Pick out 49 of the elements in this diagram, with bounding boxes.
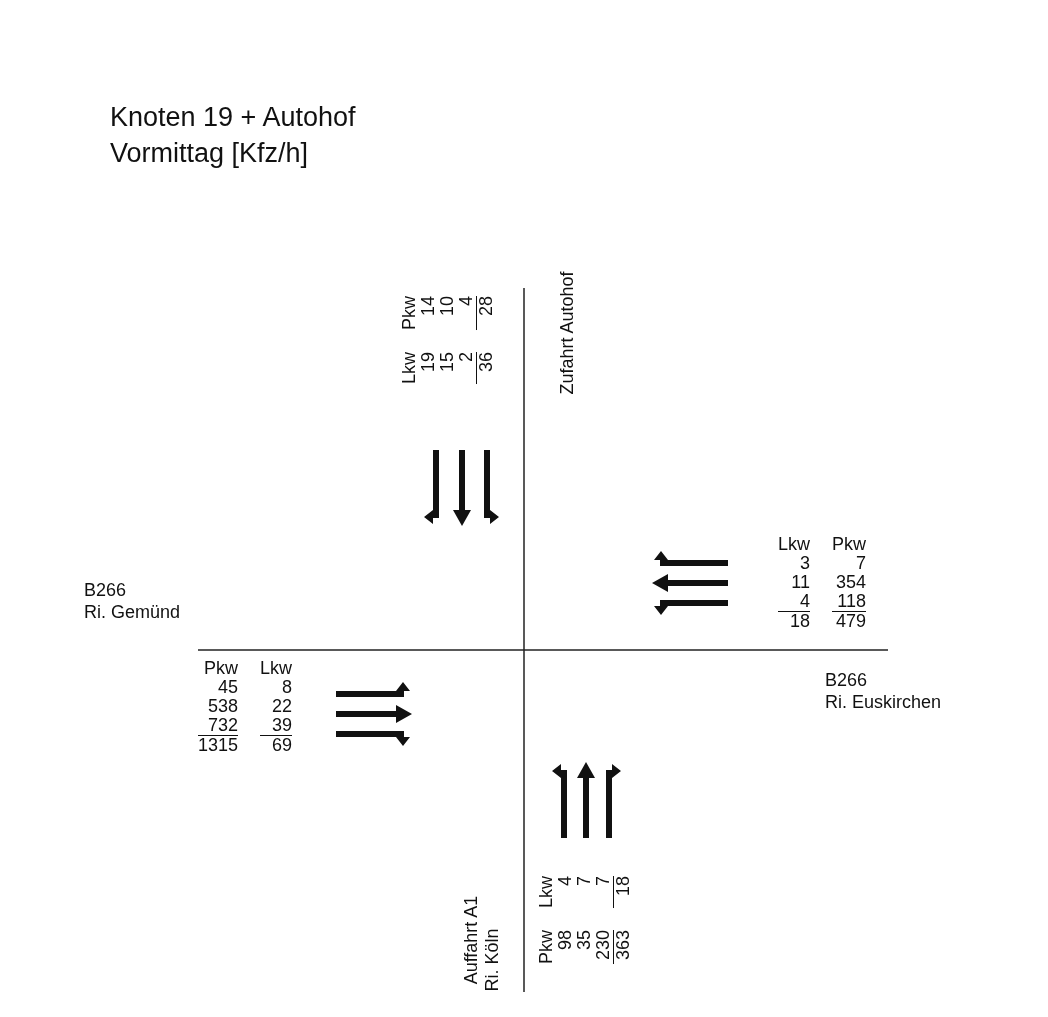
column-header: Pkw xyxy=(203,659,239,678)
count-value: 7 xyxy=(855,554,867,573)
column-header: Pkw xyxy=(832,535,867,554)
count-value: 354 xyxy=(835,573,867,592)
sum-value: 18 xyxy=(613,876,633,908)
count-value: 98 xyxy=(556,930,575,953)
count-value: 732 xyxy=(207,716,239,735)
count-value: 7 xyxy=(594,876,613,888)
road-name: B266 xyxy=(84,580,127,601)
direction-name: Ri. Köln xyxy=(481,928,503,992)
count-value: 14 xyxy=(419,296,438,318)
column-header: Pkw xyxy=(537,930,556,964)
sum-value: 36 xyxy=(476,352,496,384)
count-value: 22 xyxy=(271,697,293,716)
count-value: 118 xyxy=(836,592,867,611)
diagram-title: Knoten 19 + Autohof xyxy=(110,102,356,133)
count-value: 11 xyxy=(790,573,810,592)
column-header: Lkw xyxy=(260,659,293,678)
column-header: Lkw xyxy=(400,352,419,384)
road-name: Auffahrt A1 xyxy=(460,895,482,985)
sum-value: 69 xyxy=(260,735,293,755)
sum-value: 28 xyxy=(476,296,496,330)
column-header: Lkw xyxy=(537,876,556,908)
road-name: B266 xyxy=(825,670,868,691)
sum-value: 18 xyxy=(778,611,810,631)
count-value: 538 xyxy=(207,697,239,716)
count-value: 8 xyxy=(281,678,293,697)
count-value: 2 xyxy=(457,352,476,364)
sum-value: 1315 xyxy=(198,735,239,755)
count-value: 4 xyxy=(556,876,575,888)
count-value: 19 xyxy=(419,352,438,375)
direction-name: Ri. Euskirchen xyxy=(825,692,942,713)
count-value: 39 xyxy=(271,716,293,735)
count-value: 45 xyxy=(217,678,239,697)
column-header: Pkw xyxy=(400,296,419,330)
sum-value: 363 xyxy=(613,930,633,964)
count-value: 4 xyxy=(457,296,476,308)
count-value: 7 xyxy=(575,876,594,888)
road-name: Zufahrt Autohof xyxy=(556,271,578,395)
count-value: 4 xyxy=(799,592,810,611)
count-value: 3 xyxy=(799,554,810,573)
count-value: 230 xyxy=(594,930,613,963)
direction-name: Ri. Gemünd xyxy=(84,602,181,623)
count-value: 15 xyxy=(438,352,457,375)
sum-value: 479 xyxy=(832,611,867,631)
subtitle: Vormittag [Kfz/h] xyxy=(110,138,309,169)
count-value: 10 xyxy=(438,296,457,318)
column-header: Lkw xyxy=(778,535,810,554)
count-value: 35 xyxy=(575,930,594,953)
